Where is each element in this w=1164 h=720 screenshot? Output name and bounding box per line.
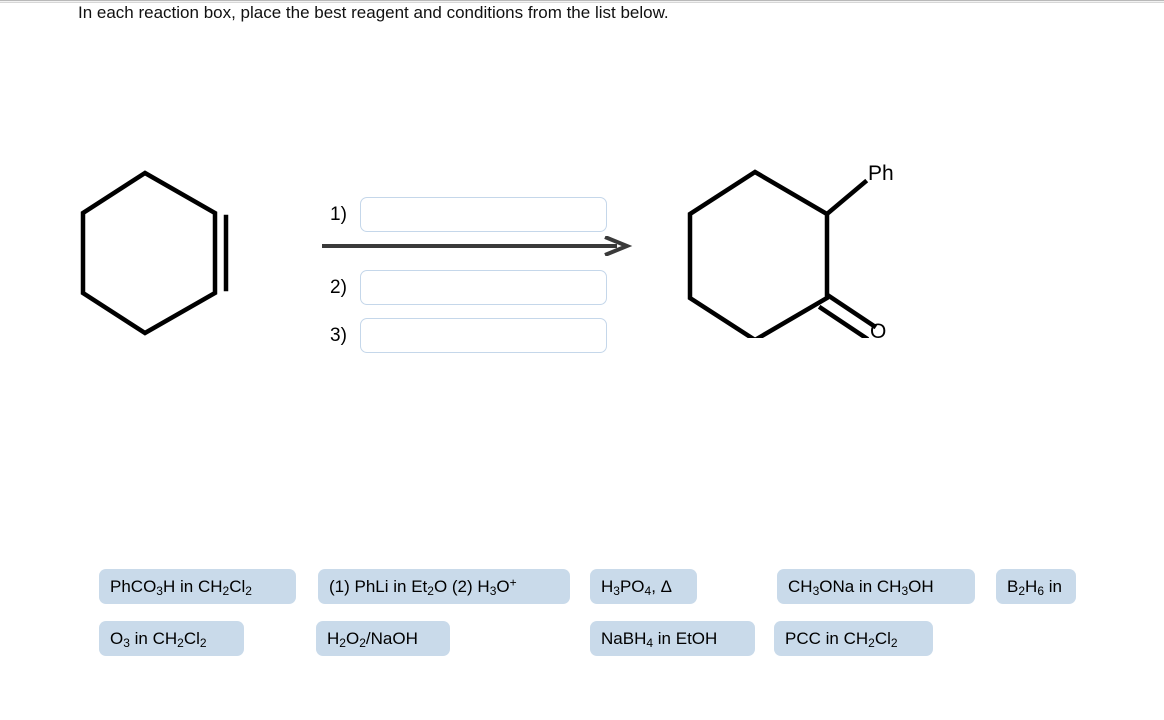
ph-substituent-label: Ph [868, 162, 894, 185]
reagent-pill-phco3h[interactable]: PhCO3H in CH2Cl2 [99, 569, 296, 604]
slot-2-dropzone[interactable] [360, 270, 607, 305]
product-structure-2-phenylcyclohexanone: Ph O [682, 158, 902, 338]
reagent-slot-3[interactable]: 3) [330, 318, 607, 353]
reaction-arrow [322, 235, 634, 257]
reactant-structure-cyclohexene [70, 160, 240, 340]
reagent-pill-pcc[interactable]: PCC in CH2Cl2 [774, 621, 933, 656]
reagent-slot-2[interactable]: 2) [330, 270, 607, 305]
reagent-pill-o3[interactable]: O3 in CH2Cl2 [99, 621, 244, 656]
slot-3-dropzone[interactable] [360, 318, 607, 353]
reagent-pill-ch3ona[interactable]: CH3ONa in CH3OH [777, 569, 975, 604]
carbonyl-oxygen-label: O [870, 320, 886, 338]
slot-3-label: 3) [330, 325, 347, 346]
slot-1-label: 1) [330, 204, 347, 225]
top-divider [0, 0, 1164, 3]
reagent-pill-h2o2[interactable]: H2O2/NaOH [316, 621, 450, 656]
reagent-pill-b2h6[interactable]: B2H6 in [996, 569, 1076, 604]
reagent-pill-phli[interactable]: (1) PhLi in Et2O (2) H3O+ [318, 569, 570, 604]
reagent-pill-nabh4[interactable]: NaBH4 in EtOH [590, 621, 755, 656]
slot-2-label: 2) [330, 277, 347, 298]
page-title: In each reaction box, place the best rea… [78, 3, 669, 22]
reagent-pill-h3po4[interactable]: H3PO4, Δ [590, 569, 697, 604]
reagent-slot-1[interactable]: 1) [330, 197, 607, 232]
slot-1-dropzone[interactable] [360, 197, 607, 232]
